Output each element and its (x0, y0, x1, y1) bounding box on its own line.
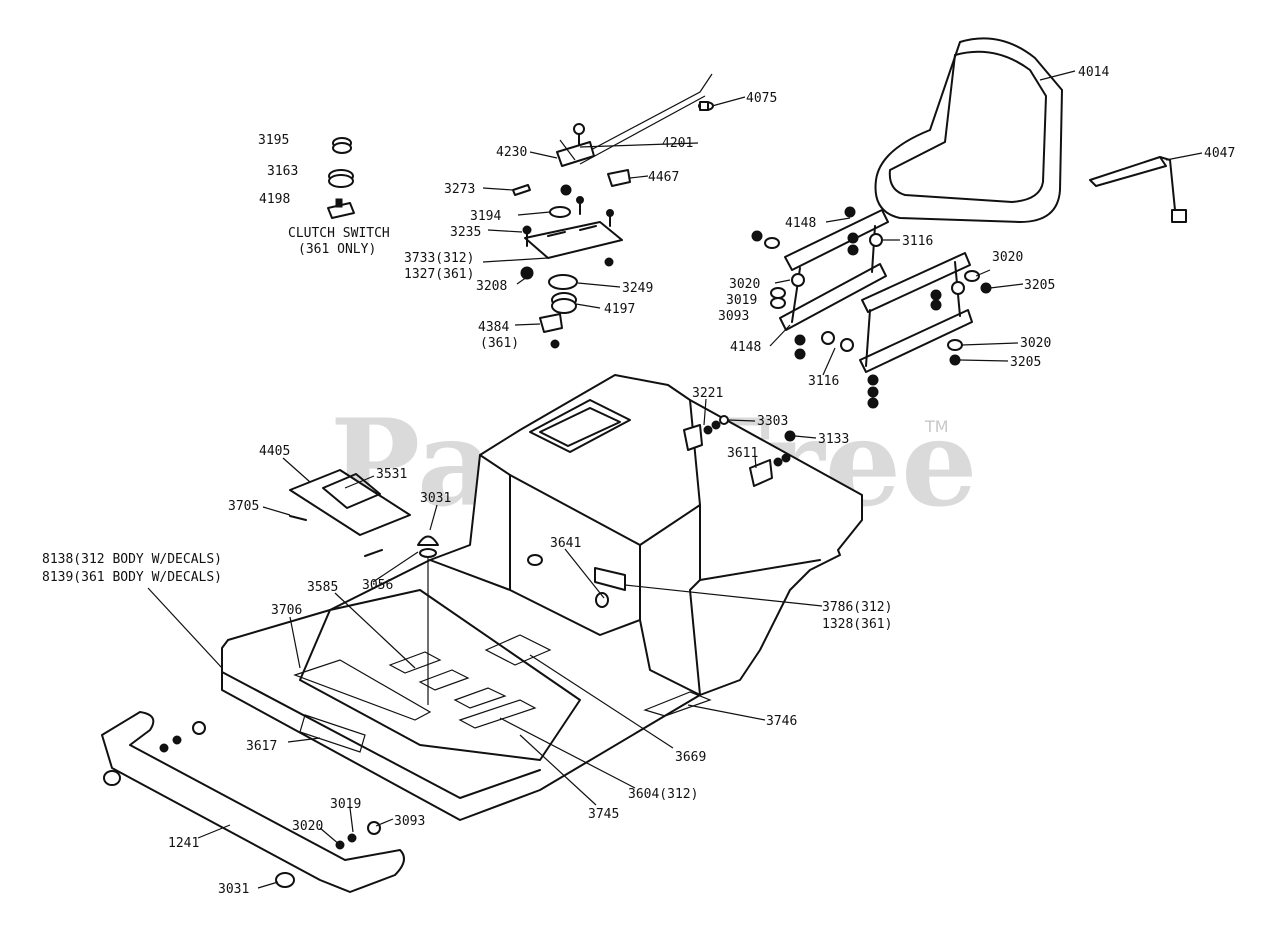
label-8138: 8138(312 BODY W/DECALS) (42, 552, 222, 567)
label-4405: 4405 (259, 444, 290, 459)
label-4198: 4198 (259, 192, 290, 207)
label-1241: 1241 (168, 836, 199, 851)
label-4014: 4014 (1078, 65, 1109, 80)
label-3205-bottom: 3205 (1010, 355, 1041, 370)
label-3163: 3163 (267, 164, 298, 179)
label-3303: 3303 (757, 414, 788, 429)
label-3019-seat: 3019 (726, 293, 757, 308)
label-3235: 3235 (450, 225, 481, 240)
label-4201: 4201 (662, 136, 693, 151)
label-3705: 3705 (228, 499, 259, 514)
leader-lines (147, 70, 1203, 889)
label-3031-bottom: 3031 (218, 882, 249, 897)
label-4384: 4384 (478, 320, 509, 335)
label-3093-bumper: 3093 (394, 814, 425, 829)
label-3195: 3195 (258, 133, 289, 148)
label-1328-361: 1328(361) (822, 617, 892, 632)
label-3669: 3669 (675, 750, 706, 765)
label-4230: 4230 (496, 145, 527, 160)
trademark-mark: TM (924, 417, 949, 436)
label-3706: 3706 (271, 603, 302, 618)
label-3746: 3746 (766, 714, 797, 729)
label-4467: 4467 (648, 170, 679, 185)
lever-plate-assembly (512, 73, 714, 349)
label-3641: 3641 (550, 536, 581, 551)
seat-4014 (874, 37, 1063, 223)
label-3733-312: 3733(312) (404, 251, 474, 266)
label-4075: 4075 (746, 91, 777, 106)
label-clutch-switch: CLUTCH SWITCH (288, 226, 390, 241)
label-3585: 3585 (307, 580, 338, 595)
label-3020-top: 3020 (992, 250, 1023, 265)
clutch-switch-parts (327, 137, 355, 219)
bumper-3031 (417, 535, 439, 705)
label-4148-bottom: 4148 (730, 340, 761, 355)
label-3056: 3056 (362, 578, 393, 593)
label-4047: 4047 (1204, 146, 1235, 161)
body-fittings (683, 415, 796, 487)
label-3273: 3273 (444, 182, 475, 197)
part-labels: 3195 3163 4198 CLUTCH SWITCH (361 ONLY) … (42, 65, 1235, 897)
seat-clip-4047 (1089, 156, 1187, 223)
label-3786-312: 3786(312) (822, 600, 892, 615)
label-3020-left: 3020 (729, 277, 760, 292)
label-1327-361: 1327(361) (404, 267, 474, 282)
label-3093-seat: 3093 (718, 309, 749, 324)
label-3133: 3133 (818, 432, 849, 447)
label-4197: 4197 (604, 302, 635, 317)
label-3019-bumper: 3019 (330, 797, 361, 812)
seat-rails (751, 206, 992, 409)
label-3745: 3745 (588, 807, 619, 822)
label-3531: 3531 (376, 467, 407, 482)
label-3020-right: 3020 (1020, 336, 1051, 351)
front-bumper-1241 (101, 711, 405, 893)
label-3208: 3208 (476, 279, 507, 294)
label-4148-top: 4148 (785, 216, 816, 231)
label-3604-312: 3604(312) (628, 787, 698, 802)
label-3249: 3249 (622, 281, 653, 296)
label-3116-top: 3116 (902, 234, 933, 249)
label-3221: 3221 (692, 386, 723, 401)
body-shell (221, 374, 863, 821)
label-3116-bottom: 3116 (808, 374, 839, 389)
label-3611: 3611 (727, 446, 758, 461)
label-3617: 3617 (246, 739, 277, 754)
label-3194: 3194 (470, 209, 501, 224)
cover-plate-4405 (289, 469, 411, 557)
label-3205-top: 3205 (1024, 278, 1055, 293)
label-8139: 8139(361 BODY W/DECALS) (42, 570, 222, 585)
label-361: (361) (480, 336, 519, 351)
label-3031-top: 3031 (420, 491, 451, 506)
label-361-only: (361 ONLY) (298, 242, 376, 257)
label-3020-bumper: 3020 (292, 819, 323, 834)
